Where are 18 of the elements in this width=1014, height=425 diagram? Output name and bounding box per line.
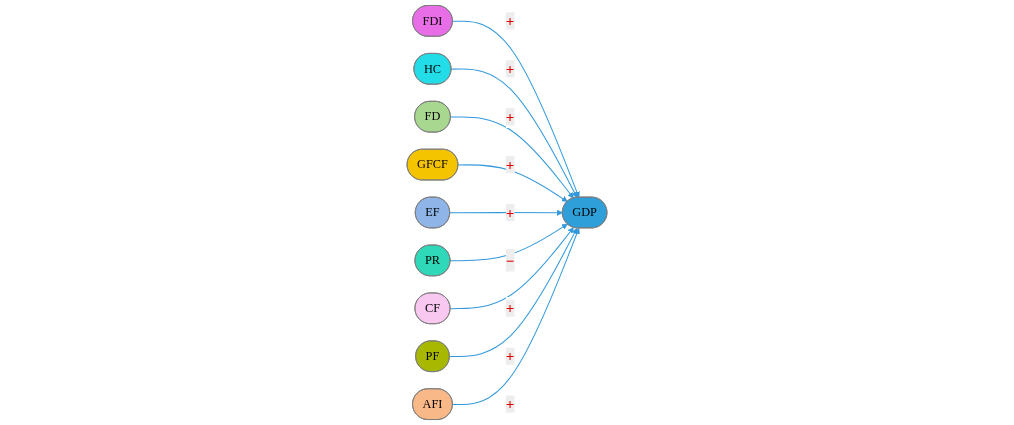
arrow <box>449 223 568 262</box>
edge-label: + <box>505 203 515 222</box>
edge-label: + <box>505 156 515 174</box>
edge-label: − <box>505 251 515 269</box>
edge-label: + <box>505 60 515 78</box>
edge-label: + <box>505 108 515 126</box>
edge-label: + <box>505 12 515 30</box>
edge-label: + <box>505 395 515 413</box>
arrow <box>449 209 563 216</box>
edge-label: + <box>505 347 515 365</box>
arrow <box>449 227 574 310</box>
arrow <box>452 227 580 405</box>
edge-label: + <box>505 299 515 317</box>
arrow <box>452 20 580 198</box>
arrow <box>449 227 578 358</box>
arrow <box>450 68 578 198</box>
arrow <box>450 116 574 199</box>
arrow <box>457 164 568 202</box>
